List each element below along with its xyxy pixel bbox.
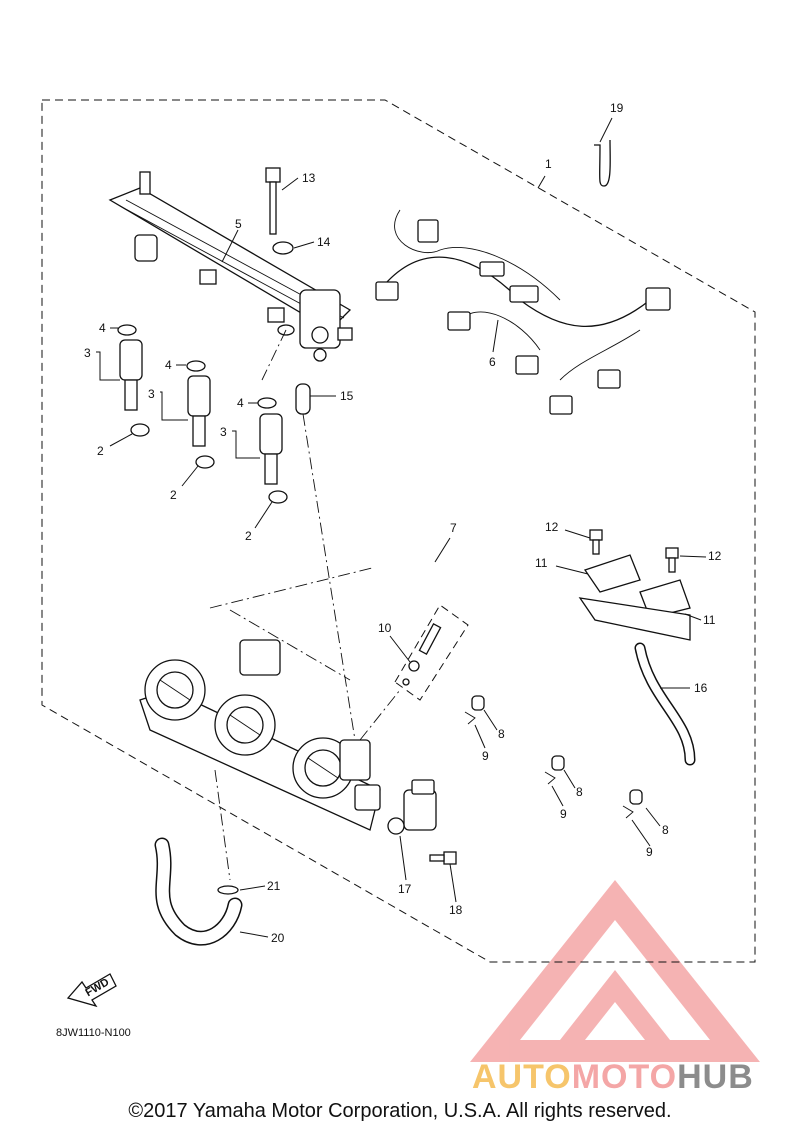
sensor-17-part: [387, 779, 437, 835]
injector-1-part: [117, 324, 150, 437]
callout-6: 6: [489, 355, 496, 369]
callout-3a: 3: [84, 346, 91, 360]
callout-17: 17: [398, 882, 412, 896]
watermark-hub: HUB: [677, 1058, 754, 1096]
callout-4c: 4: [237, 396, 244, 410]
bolt-18-part: [429, 851, 457, 865]
callout-3c: 3: [220, 425, 227, 439]
exploded-view-svg: 1 2 2 2 3 3 3 4 4 4 5 6 7 8 8 8 9 9 9 10…: [41, 99, 760, 1096]
cap-8-clip-9-parts: [464, 695, 643, 819]
automotohub-logo-icon: [470, 880, 760, 1062]
callout-9b: 9: [560, 807, 567, 821]
callout-8b: 8: [576, 785, 583, 799]
injector-3-part: [257, 397, 288, 504]
callout-19: 19: [610, 101, 624, 115]
callout-13: 13: [302, 171, 316, 185]
watermark-moto: MOTO: [572, 1058, 677, 1096]
screw-10-group: [394, 604, 469, 701]
callout-12b: 12: [708, 549, 722, 563]
bolt-12-part: [589, 529, 679, 573]
bracket-11-part: [578, 554, 691, 641]
callout-11a: 11: [535, 556, 548, 570]
callout-21: 21: [267, 879, 281, 893]
washer-14-part: [272, 241, 294, 255]
leader-lines: [96, 117, 707, 938]
callout-4b: 4: [165, 358, 172, 372]
callout-7: 7: [450, 521, 457, 535]
wire-harness-part: [375, 209, 671, 415]
spacer-15-part: [295, 383, 311, 415]
callout-1: 1: [545, 157, 552, 171]
reference-lines: [209, 329, 401, 881]
callout-11b: 11: [703, 613, 716, 627]
callout-labels: 1 2 2 2 3 3 3 4 4 4 5 6 7 8 8 8 9 9 9 10…: [84, 101, 722, 945]
callout-2b: 2: [170, 488, 177, 502]
callout-5: 5: [235, 217, 242, 231]
callout-14: 14: [317, 235, 331, 249]
callout-15: 15: [340, 389, 354, 403]
watermark-auto: AUTO: [472, 1058, 572, 1096]
clamp-21-part: [217, 885, 239, 895]
callout-8a: 8: [498, 727, 505, 741]
assembly-boundary: [41, 99, 756, 963]
callout-3b: 3: [148, 387, 155, 401]
copyright-footer: ©2017 Yamaha Motor Corporation, U.S.A. A…: [128, 1100, 672, 1122]
bolt-13-part: [265, 167, 281, 235]
callout-4a: 4: [99, 321, 106, 335]
clip-19-part: [594, 139, 611, 187]
callout-2a: 2: [97, 444, 104, 458]
callout-2c: 2: [245, 529, 252, 543]
callout-10: 10: [378, 621, 392, 635]
callout-20: 20: [271, 931, 285, 945]
callout-9a: 9: [482, 749, 489, 763]
callout-8c: 8: [662, 823, 669, 837]
callout-12a: 12: [545, 520, 559, 534]
automotohub-watermark: AUTOMOTOHUB: [472, 1058, 754, 1096]
fuel-rail-part: [108, 171, 353, 362]
injector-2-part: [186, 360, 215, 469]
fwd-arrow-icon: FWD: [66, 973, 117, 1008]
drawing-code: 8JW1110-N100: [56, 1027, 131, 1039]
throttle-body-part: [139, 639, 381, 831]
svg-text:AUTOMOTOHUB: AUTOMOTOHUB: [472, 1058, 754, 1096]
callout-18: 18: [449, 903, 463, 917]
callout-16: 16: [694, 681, 708, 695]
callout-9c: 9: [646, 845, 653, 859]
screw-10-part: [418, 622, 442, 656]
